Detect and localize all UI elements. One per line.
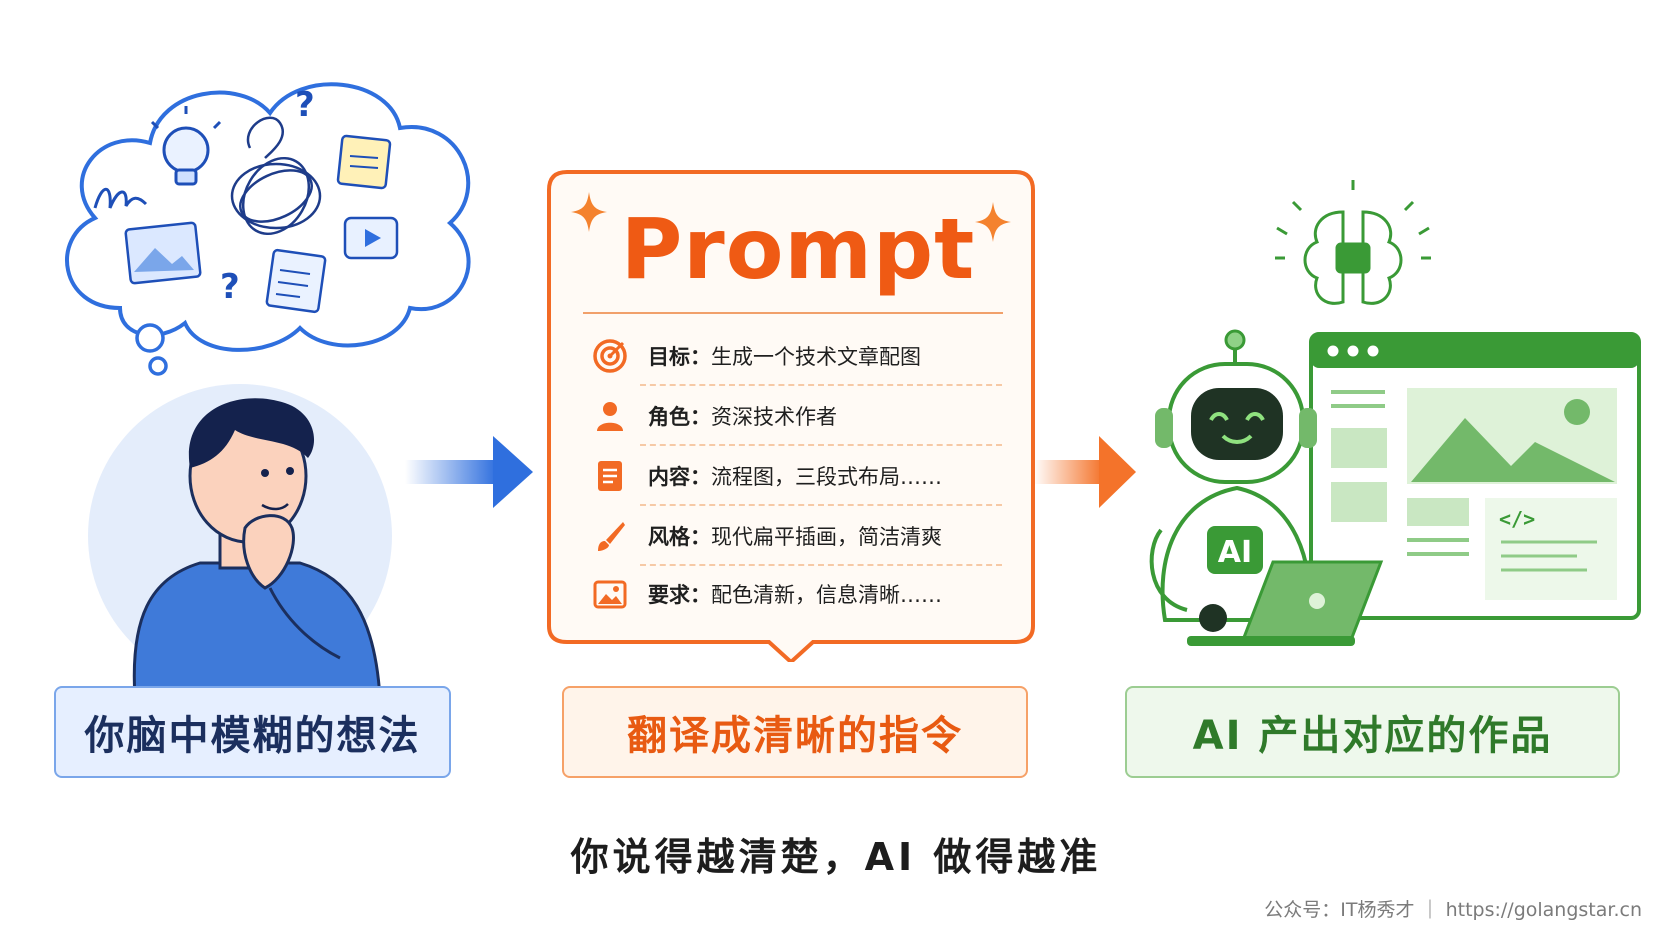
video-icon: [343, 216, 399, 260]
prompt-key: 角色：: [648, 405, 711, 429]
user-icon: [590, 396, 630, 436]
picture-icon: [124, 221, 202, 285]
prompt-divider: [583, 312, 1003, 314]
prompt-row-content: 内容：流程图，三段式布局……: [590, 452, 1002, 500]
brain-chip-icon: [1275, 180, 1431, 305]
prompt-key: 要求：: [648, 583, 711, 607]
prompt-row-style: 风格：现代扁平插画，简洁清爽: [590, 512, 1002, 560]
prompt-key: 内容：: [648, 465, 711, 489]
thought-bubble-small: [135, 323, 165, 353]
row-separator: [640, 564, 1002, 566]
ai-output-illustration: </> AI: [1149, 180, 1641, 646]
brush-icon: [590, 516, 630, 556]
robot-chest-label: AI: [1218, 535, 1252, 570]
arrow-right-icon: [405, 436, 533, 508]
label-vague-idea: 你脑中模糊的想法: [54, 686, 451, 778]
person-hair: [188, 398, 315, 468]
sticky-note-icon: [336, 134, 392, 190]
lightbulb-icon: [150, 106, 222, 186]
label-ai-output: AI 产出对应的作品: [1125, 686, 1620, 778]
thought-bubble-tiny: [148, 356, 168, 376]
prompt-row-goal: 目标：生成一个技术文章配图: [590, 332, 1002, 380]
scribble-icon: [93, 187, 148, 209]
prompt-row-requirement: 要求：配色清新，信息清晰……: [590, 570, 1002, 618]
prompt-key: 目标：: [648, 345, 711, 369]
tagline: 你说得越清楚，AI 做得越准: [570, 835, 1102, 879]
footer-credit: 公众号：IT杨秀才 ｜ https://golangstar.cn: [1264, 899, 1642, 921]
document-icon: [590, 456, 630, 496]
sparkle-icon: [571, 192, 607, 232]
prompt-key: 风格：: [648, 525, 711, 549]
prompt-value: 现代扁平插画，简洁清爽: [711, 525, 942, 549]
arrow-right-icon-2: [1033, 436, 1136, 508]
thought-cloud: [65, 82, 471, 352]
thinking-person-illustration: ? ?: [65, 82, 471, 698]
label-clear-instruction: 翻译成清晰的指令: [562, 686, 1028, 778]
row-separator: [640, 504, 1002, 506]
target-icon: [590, 336, 630, 376]
document-sketch-icon: [265, 248, 327, 314]
question-mark-icon: ?: [295, 85, 315, 125]
prompt-value: 生成一个技术文章配图: [711, 345, 921, 369]
prompt-value: 流程图，三段式布局……: [711, 465, 942, 489]
row-separator: [640, 384, 1002, 386]
person-body: [132, 561, 382, 698]
browser-window: [1309, 332, 1641, 620]
prompt-card: [547, 170, 1035, 662]
image-icon: [590, 574, 630, 614]
person-hand: [242, 514, 295, 590]
prompt-row-role: 角色：资深技术作者: [590, 392, 1002, 440]
prompt-value: 资深技术作者: [711, 405, 837, 429]
prompt-value: 配色清新，信息清晰……: [711, 583, 942, 607]
row-separator: [640, 444, 1002, 446]
sparkle-icon-2: [975, 202, 1011, 242]
laptop-icon: [1187, 560, 1384, 646]
question-mark-icon-2: ?: [220, 267, 240, 307]
tangle-icon: [230, 116, 322, 235]
code-symbol-icon: </>: [1499, 507, 1535, 531]
prompt-title: Prompt: [620, 200, 976, 298]
